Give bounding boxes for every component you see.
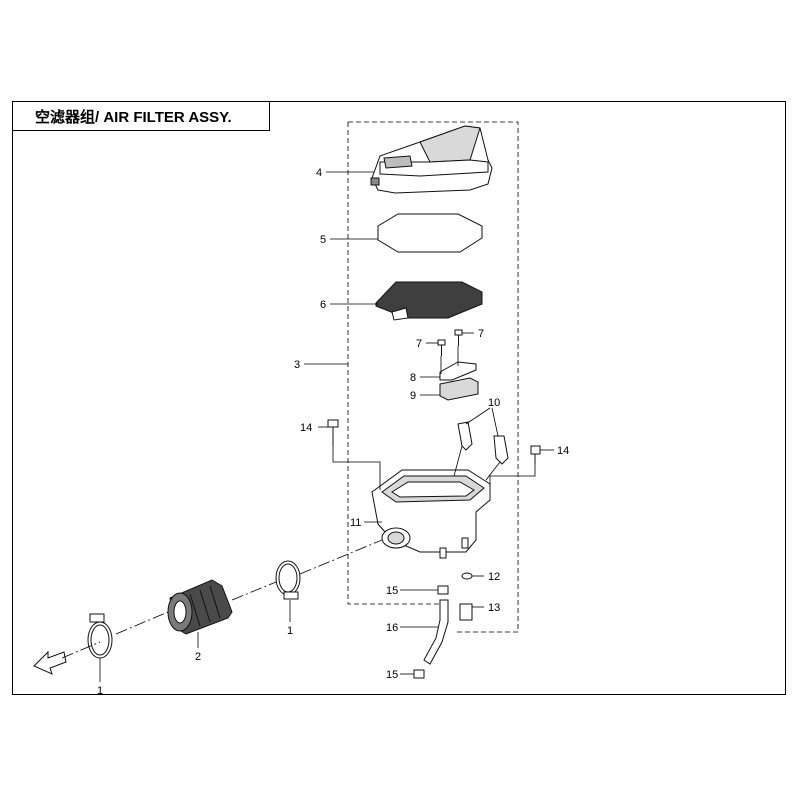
part-16-drain-hose: [423, 599, 449, 665]
callout-7-right: 7: [478, 328, 484, 340]
callout-10: 10: [488, 397, 500, 409]
screw-7-path: [440, 346, 459, 374]
part-14-bolt-right: [530, 445, 541, 464]
assembly-centerline: [61, 539, 383, 659]
part-15-clamp-top: [437, 585, 449, 595]
callout-1-left: 1: [97, 685, 103, 697]
callout-3: 3: [294, 359, 300, 371]
callout-6: 6: [320, 299, 326, 311]
part-1-clamp-right: [275, 560, 301, 600]
assembly-boundary: [347, 121, 519, 633]
part-13-cap: [459, 603, 473, 621]
front-arrow-icon: [33, 650, 67, 675]
part-1-clamp-left: [87, 613, 113, 659]
callout-1-right: 1: [287, 625, 293, 637]
bolt-14-left-path: [332, 446, 381, 490]
callout-5: 5: [320, 234, 326, 246]
part-5-filter-element: [377, 213, 483, 253]
callout-14-right: 14: [557, 445, 569, 457]
callout-16: 16: [386, 622, 398, 634]
clip-10-path: [453, 445, 501, 481]
callout-4: 4: [316, 167, 322, 179]
part-9-block: [439, 377, 479, 401]
diagram-frame: [12, 101, 786, 695]
callout-15-top: 15: [386, 585, 398, 597]
leader-lines: [99, 171, 554, 682]
callout-13: 13: [488, 602, 500, 614]
part-4-filter-cover: [370, 125, 493, 194]
callout-8: 8: [410, 372, 416, 384]
part-11-filter-box: [371, 469, 491, 559]
callout-9: 9: [410, 390, 416, 402]
callout-12: 12: [488, 571, 500, 583]
callout-15-bottom: 15: [386, 669, 398, 681]
diagram-title: 空滤器组/ AIR FILTER ASSY.: [35, 108, 232, 126]
callout-7-left: 7: [416, 338, 422, 350]
title-box: 空滤器组/ AIR FILTER ASSY.: [12, 101, 270, 131]
callout-14-left: 14: [300, 422, 312, 434]
part-14-bolt-left: [327, 419, 339, 446]
bolt-14-right-path: [489, 464, 536, 486]
part-10-clip-right: [493, 435, 509, 465]
part-12-o-ring: [461, 572, 473, 580]
part-15-clamp-bottom: [413, 669, 425, 679]
part-7-screw-right: [454, 329, 463, 346]
callout-2: 2: [195, 651, 201, 663]
part-10-clip-left: [457, 421, 473, 451]
part-2-intake-boot: [167, 579, 233, 635]
part-6-foam-filter: [375, 281, 483, 321]
part-7-screw-left: [437, 339, 446, 356]
callout-11: 11: [350, 517, 361, 529]
